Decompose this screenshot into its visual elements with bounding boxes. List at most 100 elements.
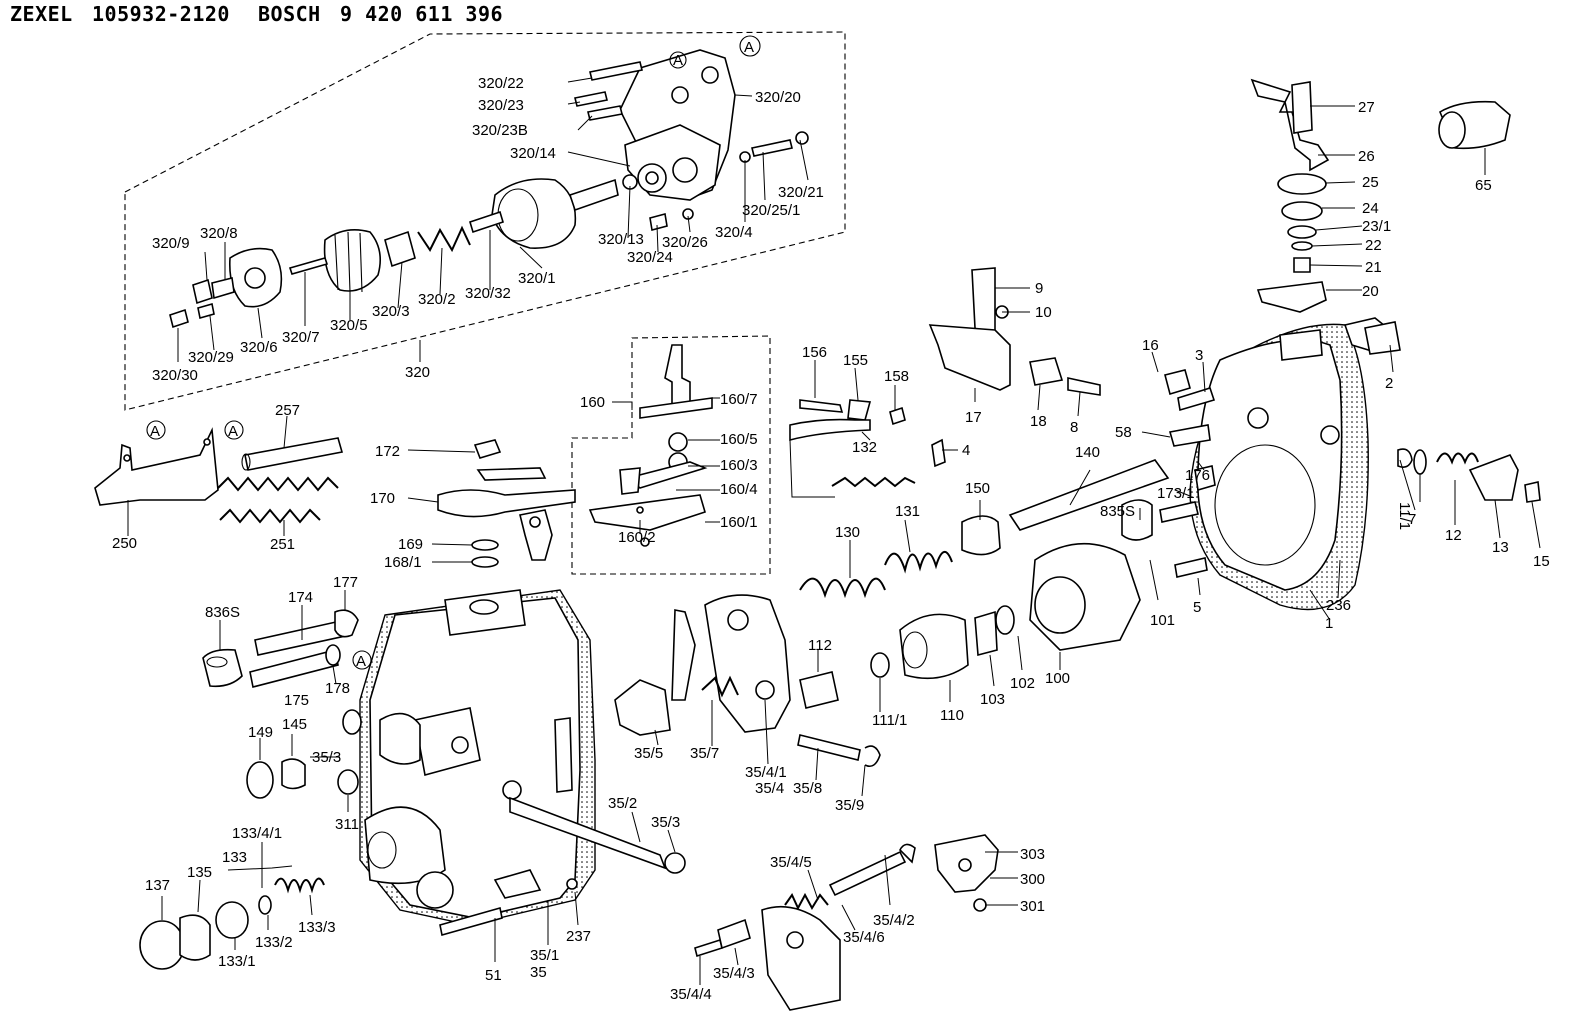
callout-172: 172: [375, 443, 400, 460]
callout-35-3a: 35/3: [312, 749, 341, 766]
callout-320-3: 320/3: [372, 303, 410, 320]
reference-markers-a: [146, 35, 761, 670]
callout-7: 7: [1408, 511, 1416, 528]
callout-130: 130: [835, 524, 860, 541]
callout-320-8: 320/8: [200, 225, 238, 242]
header-zexel-part-number: 105932-2120: [92, 2, 230, 26]
callout-35-4-6: 35/4/6: [843, 929, 885, 946]
marker-a-1: A: [673, 52, 683, 69]
callout-12: 12: [1445, 527, 1462, 544]
callout-137: 137: [145, 877, 170, 894]
callout-133-3: 133/3: [298, 919, 336, 936]
callout-8: 8: [1070, 419, 1078, 436]
callout-35-4-3: 35/4/3: [713, 965, 755, 982]
callout-320-1: 320/1: [518, 270, 556, 287]
callout-11-1: 11/1: [1396, 502, 1413, 530]
callout-320-6: 320/6: [240, 339, 278, 356]
lever-group-boundary: [571, 335, 771, 575]
callout-15: 15: [1533, 553, 1550, 570]
callout-320-13: 320/13: [598, 231, 644, 248]
lever-assembly-170: [437, 344, 713, 568]
left-small-parts: [139, 609, 362, 970]
callout-35-8: 35/8: [793, 780, 822, 797]
callout-175: 175: [284, 692, 309, 709]
callout-236: 236: [1326, 597, 1351, 614]
callout-320-30: 320/30: [152, 367, 198, 384]
callout-160-7: 160/7: [720, 391, 758, 408]
callout-35-7: 35/7: [690, 745, 719, 762]
callout-2: 2: [1385, 375, 1393, 392]
callout-35-4-4: 35/4/4: [670, 986, 712, 1003]
marker-a-5: A: [356, 653, 366, 670]
callout-16: 16: [1142, 337, 1159, 354]
callout-835s: 835S: [1100, 503, 1135, 520]
callout-158: 158: [884, 368, 909, 385]
callout-320-21: 320/21: [778, 184, 824, 201]
callout-150: 150: [965, 480, 990, 497]
callout-160-5: 160/5: [720, 431, 758, 448]
callout-131: 131: [895, 503, 920, 520]
callout-17: 17: [965, 409, 982, 426]
callout-320-14: 320/14: [510, 145, 556, 162]
callout-320: 320: [405, 364, 430, 381]
callout-301: 301: [1020, 898, 1045, 915]
callout-102: 102: [1010, 675, 1035, 692]
callout-320-5: 320/5: [330, 317, 368, 334]
header-brand-bosch: BOSCH: [258, 2, 321, 26]
callout-160-4: 160/4: [720, 481, 758, 498]
callout-160-3: 160/3: [720, 457, 758, 474]
header-brand-zexel: ZEXEL: [10, 2, 73, 26]
callout-133-4-1: 133/4/1: [232, 825, 282, 842]
callout-5: 5: [1193, 599, 1201, 616]
callout-20: 20: [1362, 283, 1379, 300]
callout-320-22: 320/22: [478, 75, 524, 92]
callout-35-4-2: 35/4/2: [873, 912, 915, 929]
callout-237: 237: [566, 928, 591, 945]
callout-35-4: 35/4: [755, 780, 784, 797]
callout-65: 65: [1475, 177, 1492, 194]
lower-right-assembly: [694, 834, 999, 1011]
callout-35-9: 35/9: [835, 797, 864, 814]
callout-836s: 836S: [205, 604, 240, 621]
callout-21: 21: [1365, 259, 1382, 276]
callout-110: 110: [940, 707, 964, 724]
callout-133-1: 133/1: [218, 953, 256, 970]
callout-178: 178: [325, 680, 350, 697]
callout-149: 149: [248, 724, 273, 741]
center-shaft-springs-flyweights: [799, 459, 1170, 709]
callout-320-23b: 320/23B: [472, 122, 528, 139]
callout-9: 9: [1035, 280, 1043, 297]
callout-103: 103: [980, 691, 1005, 708]
bracket-9-17-and-links: [789, 267, 1101, 498]
callout-3: 3: [1195, 347, 1203, 364]
callout-320-4: 320/4: [715, 224, 753, 241]
callout-257: 257: [275, 402, 300, 419]
callout-155: 155: [843, 352, 868, 369]
callout-320-20: 320/20: [755, 89, 801, 106]
header-bosch-part-number: 9 420 611 396: [340, 2, 504, 26]
callout-135: 135: [187, 864, 212, 881]
callout-160: 160: [580, 394, 605, 411]
callout-320-23: 320/23: [478, 97, 524, 114]
housing-cover-236: [1121, 78, 1541, 611]
leader-lines: [127, 77, 1541, 985]
callout-320-26: 320/26: [662, 234, 708, 251]
lever-35-4: [614, 594, 881, 768]
callout-58: 58: [1115, 424, 1132, 441]
callout-18: 18: [1030, 413, 1047, 430]
marker-a-3: A: [150, 423, 160, 440]
callout-24: 24: [1362, 200, 1379, 217]
marker-a-2: A: [744, 39, 754, 56]
callout-173-1: 173/1: [1157, 485, 1195, 502]
callout-1: 1: [1325, 615, 1333, 632]
callout-300: 300: [1020, 871, 1045, 888]
callout-112: 112: [808, 637, 832, 654]
callout-320-29: 320/29: [188, 349, 234, 366]
callout-35-5: 35/5: [634, 745, 663, 762]
callout-133: 133: [222, 849, 247, 866]
callout-156: 156: [802, 344, 827, 361]
callout-132: 132: [852, 439, 877, 456]
callout-320-9: 320/9: [152, 235, 190, 252]
